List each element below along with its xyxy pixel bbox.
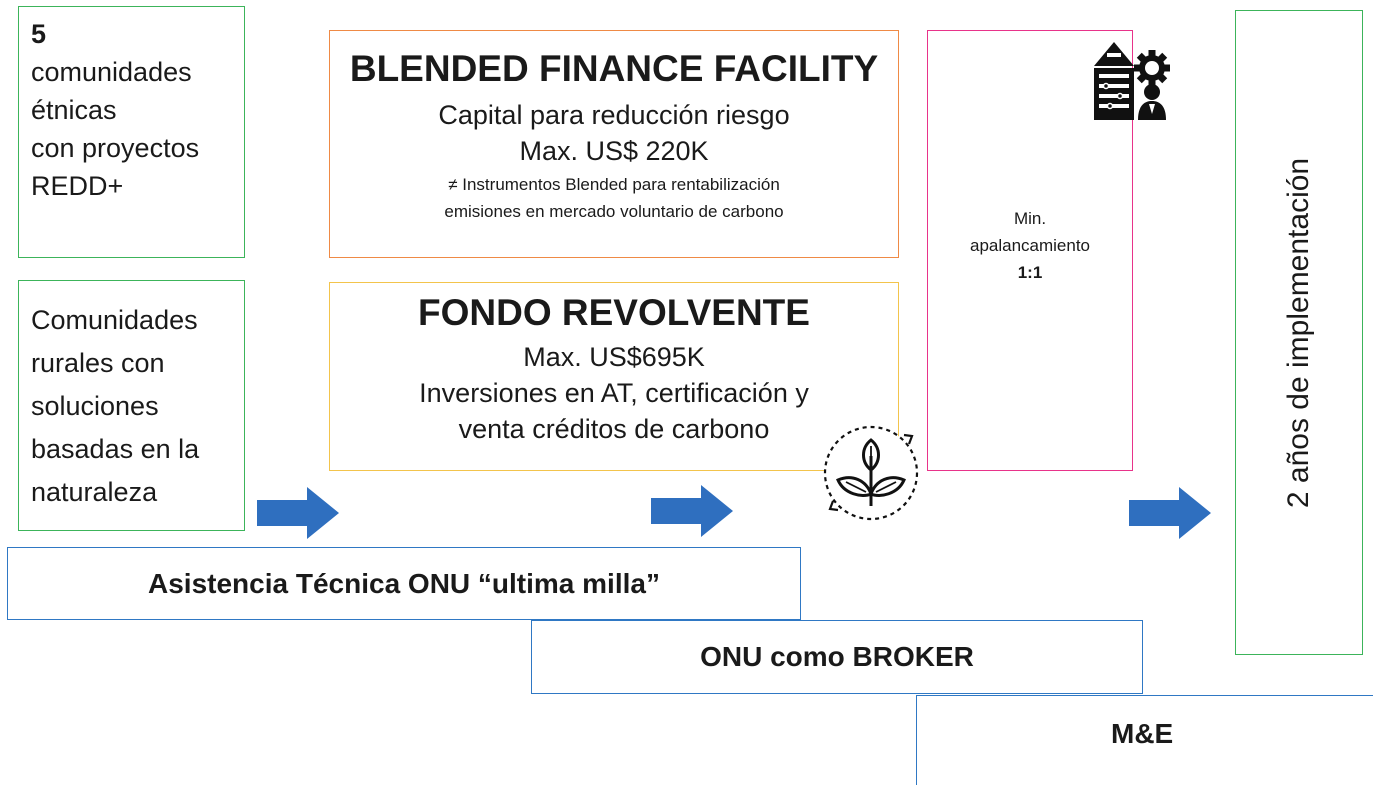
right-arrow-icon	[651, 485, 733, 537]
plant-cycle-icon	[823, 425, 919, 521]
ethnic-line: étnicas	[31, 95, 117, 125]
blended-finance-box: BLENDED FINANCE FACILITY Capital para re…	[329, 30, 899, 258]
duration-text: 2 años de implementación	[1282, 157, 1315, 508]
blended-finance-max: Max. US$ 220K	[519, 136, 709, 166]
ethnic-line: comunidades	[31, 57, 192, 87]
fondo-revolvente-box: FONDO REVOLVENTE Max. US$695K Inversione…	[329, 282, 899, 471]
leverage-text: Min. apalancamiento 1:1	[928, 205, 1132, 286]
monitoring-label: M&E	[1111, 718, 1174, 749]
rural-line: basadas en la	[31, 434, 200, 464]
fondo-revolvente-investments: Inversiones en AT, certificación y	[419, 378, 809, 408]
rural-communities-box: Comunidades rurales con soluciones basad…	[18, 280, 245, 531]
onu-broker-label: ONU como BROKER	[700, 641, 974, 672]
asistencia-tecnica-bar: Asistencia Técnica ONU “ultima milla”	[7, 547, 801, 620]
blended-finance-note-1: ≠ Instrumentos Blended para rentabilizac…	[448, 175, 780, 194]
monitoring-bar: M&E	[916, 695, 1373, 785]
fondo-revolvente-title: FONDO REVOLVENTE	[418, 292, 810, 333]
blended-finance-note-2: emisiones en mercado voluntario de carbo…	[444, 202, 784, 221]
rural-line: Comunidades	[31, 305, 198, 335]
blended-finance-title: BLENDED FINANCE FACILITY	[349, 48, 879, 89]
blended-finance-purpose: Capital para reducción riesgo	[438, 100, 790, 130]
asistencia-tecnica-label: Asistencia Técnica ONU “ultima milla”	[148, 567, 660, 599]
leverage-ratio: 1:1	[1017, 263, 1043, 282]
fondo-revolvente-sales: venta créditos de carbono	[458, 414, 770, 444]
right-arrow-icon	[1129, 487, 1211, 539]
office-building-gear-icon	[1094, 42, 1170, 120]
rural-line: soluciones	[31, 391, 159, 421]
duration-box: 2 años de implementación	[1235, 10, 1363, 655]
leverage-min-label: Min.	[1013, 209, 1047, 228]
fondo-revolvente-max: Max. US$695K	[523, 342, 705, 372]
rural-communities-text: Comunidades rurales con soluciones basad…	[31, 299, 232, 514]
ethnic-line: REDD+	[31, 171, 124, 201]
ethnic-communities-box: 5 comunidades étnicas con proyectos REDD…	[18, 6, 245, 258]
leverage-label: apalancamiento	[969, 236, 1091, 255]
onu-broker-bar: ONU como BROKER	[531, 620, 1143, 694]
ethnic-communities-count: 5	[31, 19, 47, 49]
ethnic-communities-text: 5 comunidades étnicas con proyectos REDD…	[31, 15, 232, 205]
right-arrow-icon	[257, 487, 339, 539]
rural-line: naturaleza	[31, 477, 158, 507]
rural-line: rurales con	[31, 348, 165, 378]
ethnic-line: con proyectos	[31, 133, 200, 163]
